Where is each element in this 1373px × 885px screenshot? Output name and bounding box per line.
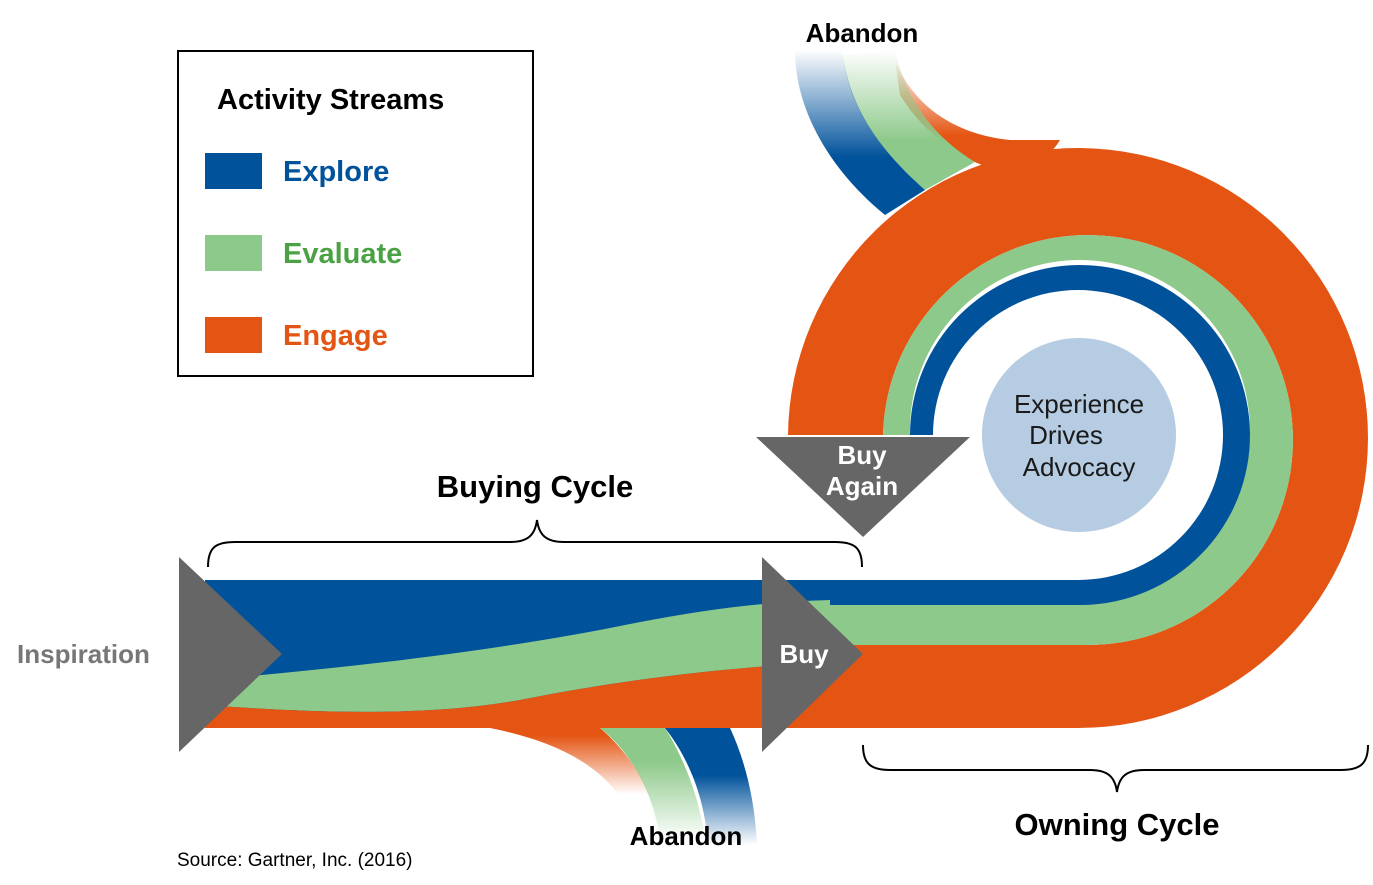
buy-again-arrow-shape: [756, 437, 970, 537]
abandon-bottom-evaluate-stream: [600, 728, 705, 840]
loop-evaluate-stream: [810, 235, 1293, 646]
legend-label-evaluate: Evaluate: [283, 238, 402, 270]
abandon-bottom-explore-stream: [665, 728, 757, 845]
buying-cycle-brace: [207, 519, 863, 568]
source-note: Source: Gartner, Inc. (2016): [177, 850, 413, 871]
legend-title: Activity Streams: [217, 84, 444, 116]
abandon-top-explore-stream: [795, 50, 925, 215]
buying-engage-stream: [205, 662, 830, 728]
abandon-bottom-label: Abandon: [630, 821, 743, 851]
inspiration-arrow: [179, 557, 282, 752]
buying-cycle-band: [205, 580, 840, 728]
inspiration-label: Inspiration: [17, 639, 150, 669]
buy-label: Buy: [779, 639, 829, 669]
abandon-top-streams: [795, 50, 1060, 215]
legend-label-engage: Engage: [283, 320, 388, 352]
abandon-bottom-streams: [490, 728, 757, 845]
buying-cycle-label: Buying Cycle: [437, 469, 633, 504]
experience-circle: Experience Drives Advocacy: [982, 338, 1176, 532]
center-label-line2: Drives: [1029, 420, 1103, 450]
legend-swatch-explore: [205, 153, 262, 189]
abandon-top-engage-stream: [895, 60, 1060, 168]
owning-cycle-brace: [862, 744, 1369, 793]
owning-loop: [788, 147, 1368, 728]
center-label-line3: Advocacy: [1023, 452, 1136, 482]
legend-label-explore: Explore: [283, 156, 389, 188]
buy-arrow: Buy: [762, 557, 863, 752]
center-label-line1: Experience: [1014, 389, 1144, 419]
center-circle: [982, 338, 1176, 532]
abandon-bottom-engage-stream: [490, 728, 652, 802]
abandon-top-label: Abandon: [806, 18, 919, 48]
owning-cycle-label: Owning Cycle: [1015, 807, 1220, 842]
legend-swatch-evaluate: [205, 235, 262, 271]
legend: Activity Streams Explore Evaluate Engage: [177, 50, 534, 377]
buying-evaluate-stream: [205, 600, 830, 712]
legend-swatch-engage: [205, 317, 262, 353]
buy-again-label-line2: Again: [826, 471, 898, 501]
buy-arrow-shape: [762, 557, 863, 752]
buy-again-arrow: Buy Again: [756, 437, 970, 537]
abandon-top-evaluate-stream: [842, 50, 975, 190]
buy-again-label-line1: Buy: [837, 440, 887, 470]
inspiration-arrow-shape: [179, 557, 282, 752]
loop-engage-stream: [788, 147, 1368, 728]
